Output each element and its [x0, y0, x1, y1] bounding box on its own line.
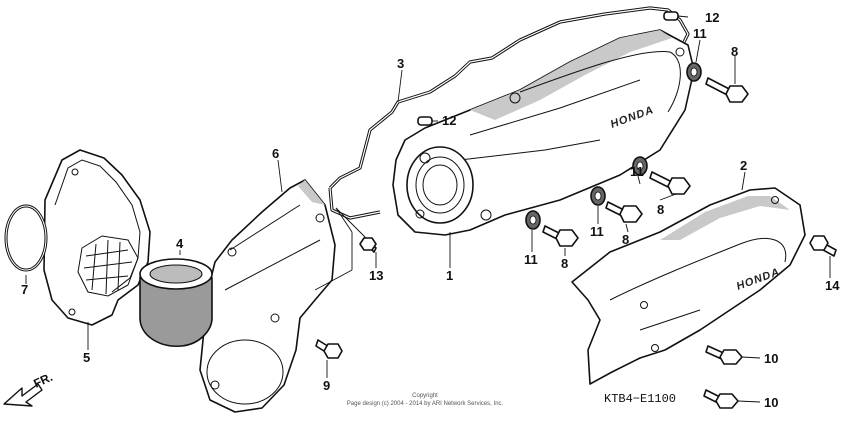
washer-11-top [686, 62, 702, 82]
callout-12-mid: 12 [442, 113, 456, 128]
left-crankcase-cover: HONDA [392, 29, 695, 236]
copyright-notice: Page design (c) 2004 - 2014 by ARI Netwo… [347, 401, 504, 407]
copyright-title: Copyright [412, 393, 438, 399]
callout-5: 5 [83, 350, 90, 365]
bolt-10-lower [703, 389, 739, 409]
front-direction-arrow: FR. [3, 370, 55, 407]
callout-11-a: 11 [630, 164, 644, 179]
callout-10-upper: 10 [764, 351, 778, 366]
callout-12-top: 12 [705, 10, 719, 25]
bolt-8-top [705, 77, 749, 103]
callout-13: 13 [369, 268, 383, 283]
duct-cover [199, 179, 336, 413]
callout-1: 1 [446, 268, 453, 283]
washer-11-a [632, 156, 648, 176]
washer-11-b [590, 186, 606, 206]
leader-lines [25, 15, 831, 403]
callout-8-c: 8 [561, 256, 568, 271]
bolt-13 [359, 237, 377, 253]
intake-case [43, 149, 151, 326]
callout-7: 7 [21, 282, 28, 297]
callout-11-top: 11 [693, 26, 707, 41]
callout-2: 2 [740, 158, 747, 173]
bolt-8-a [649, 171, 691, 195]
callout-3: 3 [397, 56, 404, 71]
callout-11-c: 11 [524, 252, 538, 267]
bolt-8-c [542, 225, 579, 247]
front-direction-label: FR. [31, 370, 54, 391]
bolt-10-upper [705, 345, 743, 365]
washer-11-c [525, 210, 541, 230]
bolt-8-b [605, 201, 643, 223]
callout-4: 4 [176, 236, 184, 251]
bolt-9 [315, 339, 343, 359]
callout-labels: 1 2 3 4 5 6 7 8 8 8 8 9 10 10 11 11 11 1… [21, 10, 840, 410]
callout-14: 14 [825, 278, 840, 293]
callout-8-b: 8 [622, 232, 629, 247]
reference-code: KTB4−E1100 [604, 392, 676, 406]
air-filter-element [139, 258, 213, 347]
dowel-pin-12-top [663, 11, 679, 21]
callout-8-a: 8 [657, 202, 664, 217]
dowel-pin-12-mid [417, 116, 433, 126]
callout-8-top: 8 [731, 44, 738, 59]
callout-11-b: 11 [590, 224, 604, 239]
bolt-14 [809, 235, 837, 257]
callout-10-lower: 10 [764, 395, 778, 410]
callout-9: 9 [323, 378, 330, 393]
seal-ring [4, 204, 48, 272]
callout-6: 6 [272, 146, 279, 161]
